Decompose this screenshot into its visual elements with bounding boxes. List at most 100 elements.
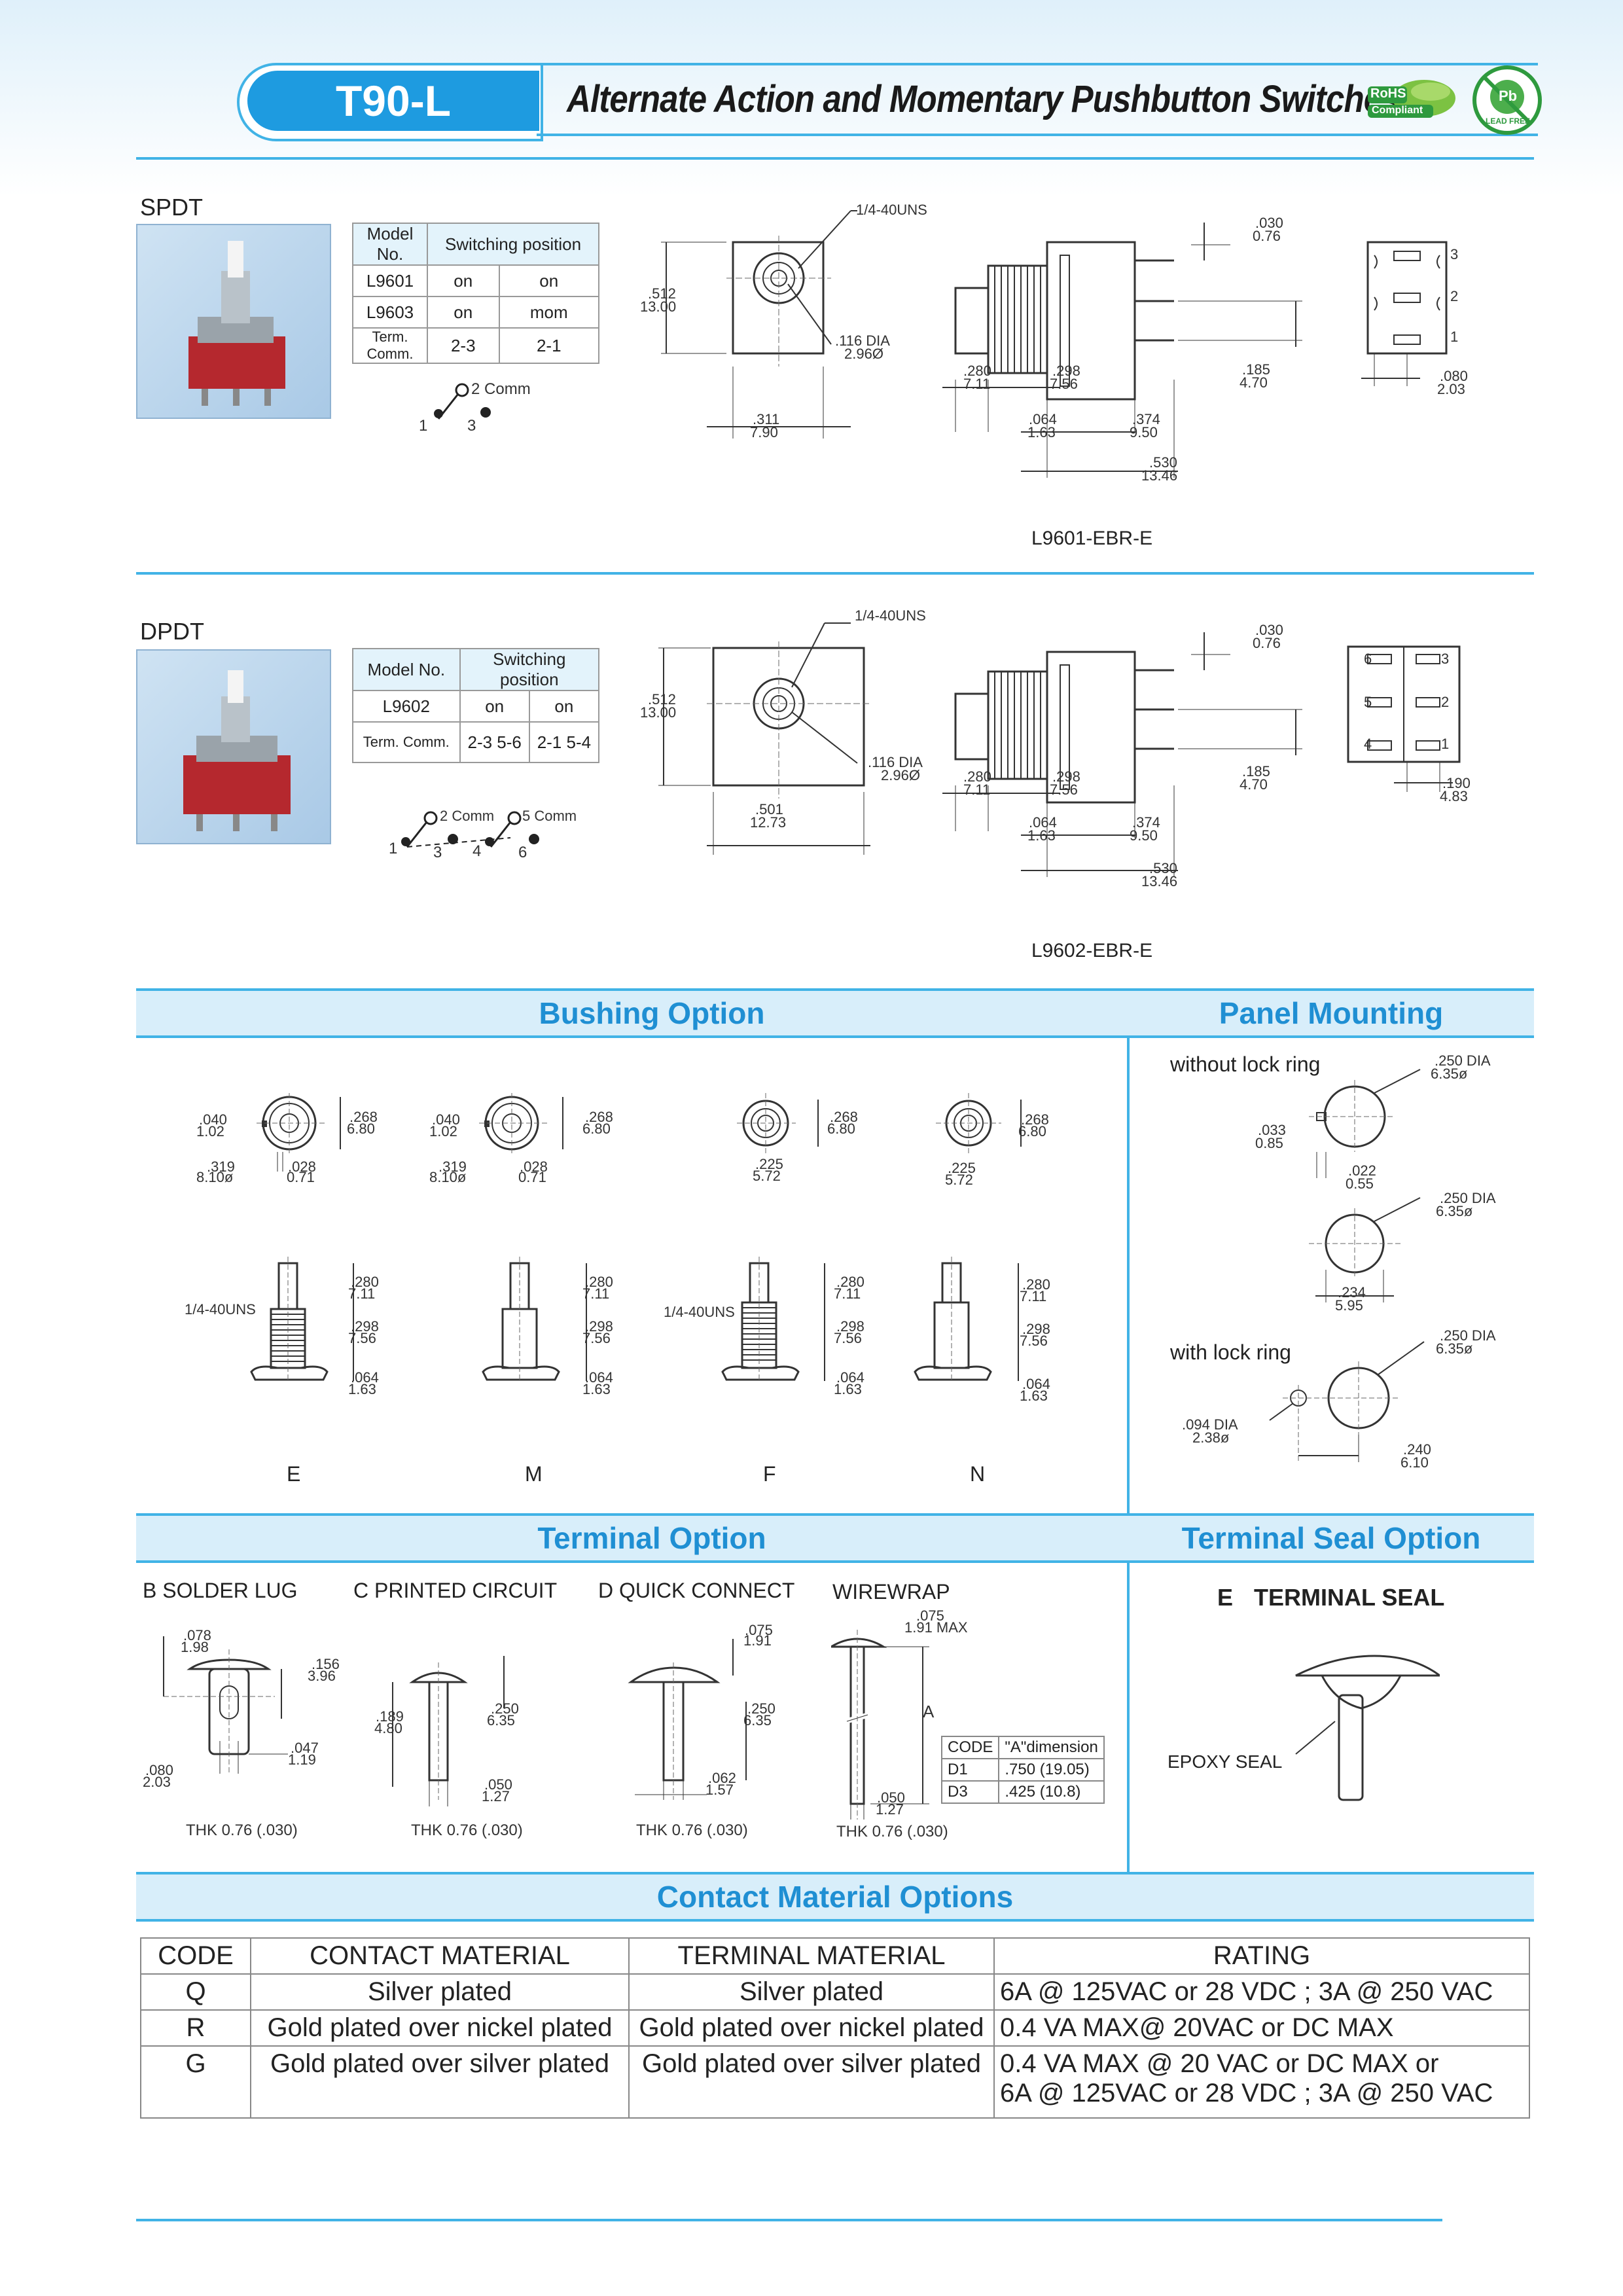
panel-d5: .234: [1338, 1284, 1366, 1300]
dpdt-a-mm: 7.11: [963, 781, 991, 798]
dpdt-label: DPDT: [140, 618, 204, 645]
bushing-e-d2m: 6.80: [347, 1121, 375, 1137]
terminal-b-dm: 2.03: [143, 1774, 171, 1790]
terminal-c-drawing: [392, 1656, 505, 1806]
table-cell: on: [427, 264, 500, 297]
rohs-badge: RoHS Compliant: [1365, 72, 1457, 127]
spdt-terminal-3: 3: [467, 417, 476, 435]
terminal-c-am: 4.80: [374, 1720, 402, 1736]
bushing-n-side-c: .064: [1022, 1376, 1050, 1392]
terminal-d-c: .062: [708, 1770, 736, 1786]
dpdt-t-in: .030: [1255, 622, 1283, 638]
bushing-code-f: F: [763, 1462, 776, 1486]
bushing-n-side-view: [914, 1257, 1019, 1381]
terminal-w-am: 1.91 MAX: [904, 1619, 968, 1636]
table-cell: D3: [940, 1780, 1000, 1804]
spdt-label: SPDT: [140, 194, 204, 221]
dpdt-c-in: .185: [1242, 763, 1270, 780]
terminal-bar: [136, 1513, 1534, 1563]
terminal-d-b: .250: [747, 1700, 776, 1717]
terminal-c-cm: 1.27: [482, 1788, 510, 1804]
bushing-f-side-view: [721, 1257, 825, 1381]
bushing-m-d3m: 8.10ø: [429, 1169, 467, 1185]
bushing-code-n: N: [970, 1462, 986, 1486]
spdt-a-mm: 7.11: [963, 376, 991, 392]
table-cell: mom: [498, 296, 600, 329]
bushing-f-top-view: [737, 1093, 819, 1155]
terminal-w-cm: 1.27: [876, 1801, 904, 1818]
spdt-divider: [136, 572, 1534, 575]
table-row: D3.425 (10.8): [940, 1780, 1105, 1804]
spdt-c-in: .185: [1242, 361, 1270, 378]
spdt-height-mm: 13.00: [640, 298, 677, 315]
bushing-e-side-a: .280: [351, 1274, 379, 1290]
bushing-e-side-view: [250, 1257, 354, 1381]
terminal-w-name: WIREWRAP: [832, 1580, 950, 1604]
lead-free-icon: [1472, 65, 1542, 135]
bushing-f-d2: .268: [830, 1109, 858, 1125]
bushing-n-d5m: 5.72: [945, 1172, 973, 1188]
panel-with-lock-ring-drawing: [1269, 1341, 1425, 1462]
terminal-w-letter: A: [923, 1702, 935, 1721]
seal-name: TERMINAL SEAL: [1254, 1584, 1445, 1611]
spdt-c-mm: 4.70: [1240, 374, 1268, 391]
dpdt-pin-6: 6: [1364, 651, 1372, 667]
dpdt-f-in: .530: [1149, 860, 1177, 876]
bushing-e-side-bm: 7.56: [348, 1330, 376, 1346]
spdt-front-view: [661, 210, 857, 439]
bushing-m-side-b: .298: [585, 1318, 613, 1335]
spdt-b-mm: 7.56: [1050, 376, 1078, 392]
spdt-dia-in: .116 DIA: [835, 332, 890, 349]
spdt-part-caption: L9601-EBR-E: [1031, 528, 1153, 549]
table-cell: Silver plated: [628, 1973, 995, 2011]
rating-line-1: 0.4 VA MAX @ 20 VAC or DC MAX or: [1000, 2049, 1439, 2078]
bushing-e-side-am: 7.11: [348, 1285, 376, 1302]
terminal-w-drawing: [831, 1630, 929, 1820]
table-cell: 2-1: [498, 327, 600, 364]
terminal-title: Terminal Option: [537, 1521, 766, 1555]
bushing-n-d2m: 6.80: [1018, 1123, 1046, 1139]
seal-code: E: [1217, 1584, 1234, 1611]
rating-line-2: 6A @ 125VAC or 28 VDC ; 3A @ 250 VAC: [1000, 2079, 1493, 2108]
bushing-f-side-c: .064: [836, 1369, 865, 1386]
bushing-m-side-c: .064: [585, 1369, 613, 1386]
terminal-d-thk: THK 0.76 (.030): [636, 1821, 748, 1839]
terminal-w-c: .050: [877, 1789, 905, 1806]
bushing-m-d1: .040: [432, 1111, 460, 1128]
dpdt-dia-in: .116 DIA: [868, 754, 923, 770]
bushing-e-d4: .028: [288, 1158, 316, 1175]
terminal-b-d: .080: [145, 1762, 173, 1778]
switch-image: [183, 670, 291, 831]
terminal-w-a: .075: [916, 1607, 944, 1624]
dpdt-comm2-label: 2 Comm: [440, 808, 495, 824]
panel-d4m: 6.35ø: [1436, 1203, 1473, 1219]
terminal-d-name: D QUICK CONNECT: [598, 1579, 795, 1602]
spdt-schematic: [434, 383, 491, 420]
dpdt-d-mm: 1.63: [1027, 827, 1056, 844]
bushing-e-thread: 1/4-40UNS: [185, 1301, 256, 1318]
header-rule: [136, 157, 1534, 160]
bushing-m-d2m: 6.80: [582, 1121, 611, 1137]
bushing-code-m: M: [525, 1462, 543, 1486]
spdt-side-view: [942, 223, 1302, 478]
contact-title: Contact Material Options: [656, 1880, 1014, 1914]
spdt-g-mm: 2.03: [1437, 381, 1465, 397]
spdt-g-in: .080: [1440, 368, 1468, 384]
dpdt-e-mm: 9.50: [1130, 827, 1158, 844]
terminal-b-a: .078: [183, 1627, 211, 1643]
table-row: G Gold plated over silver plated Gold pl…: [140, 2045, 1530, 2119]
table-cell: on: [459, 690, 530, 723]
leaf-icon: [1368, 80, 1455, 118]
dpdt-part-caption: L9602-EBR-E: [1031, 940, 1153, 961]
page-title: Alternate Action and Momentary Pushbutto…: [567, 78, 1400, 120]
ad-header-code: CODE: [940, 1736, 1000, 1759]
table-cell: Term. Comm.: [352, 327, 428, 364]
bushing-m-side-bm: 7.56: [582, 1330, 611, 1346]
bushing-e-d1: .040: [199, 1111, 227, 1128]
table-cell: 2-1 5-4: [528, 721, 600, 763]
dpdt-b-mm: 7.56: [1050, 781, 1078, 798]
spdt-f-in: .530: [1149, 454, 1177, 471]
table-cell: 2-3 5-6: [459, 721, 530, 763]
